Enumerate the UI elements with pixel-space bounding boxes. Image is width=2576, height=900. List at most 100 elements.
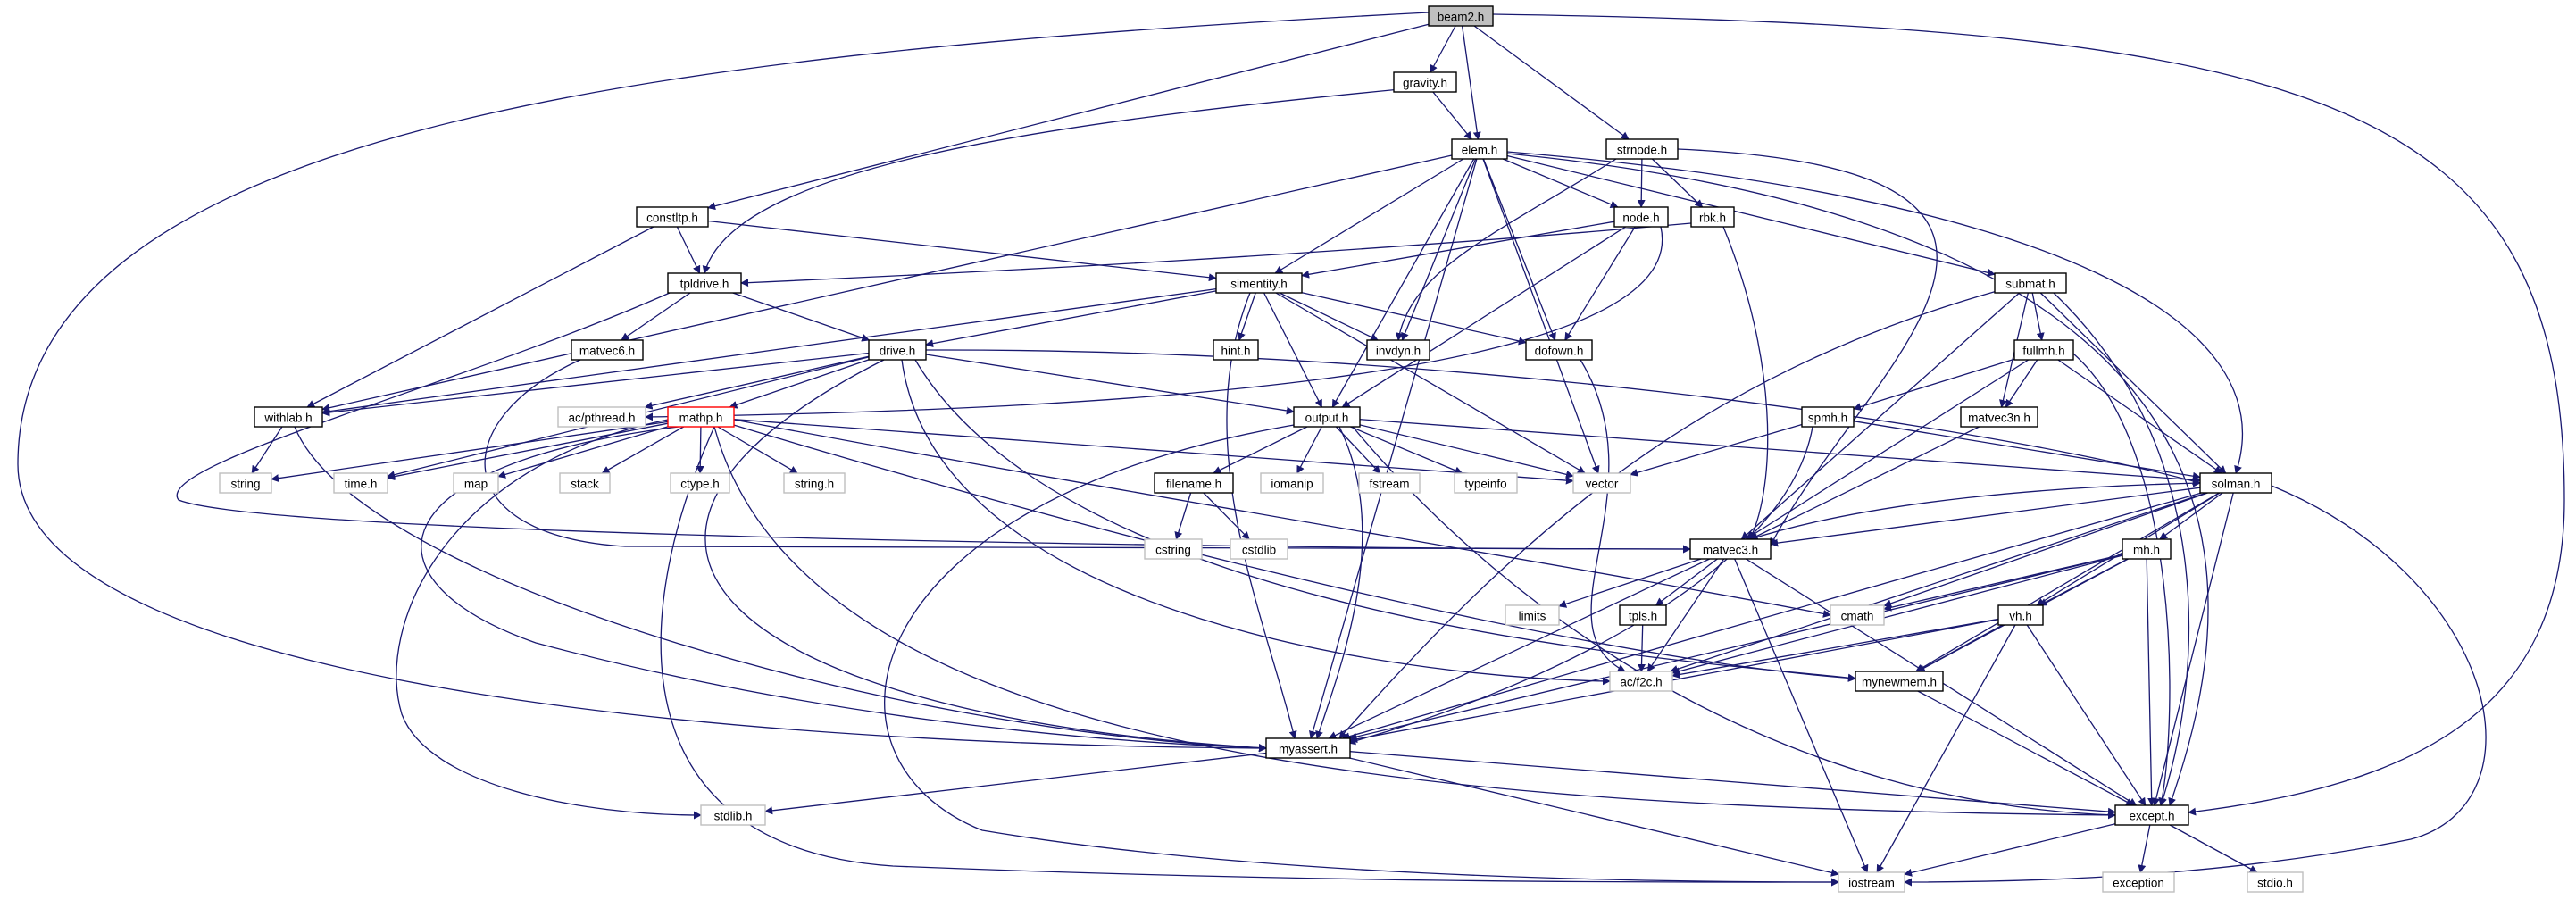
node-hint-h[interactable]: hint.h xyxy=(1213,339,1259,361)
node-beam2-h[interactable]: beam2.h xyxy=(1428,5,1494,27)
node-solman-h[interactable]: solman.h xyxy=(2199,472,2272,494)
node-label-node-h: node.h xyxy=(1622,212,1659,225)
edge-strnode-h-to-node-h xyxy=(1637,158,1646,208)
edge-gravity-h-to-elem-h xyxy=(1432,91,1472,140)
node-label-matvec3n-h: matvec3n.h xyxy=(1968,412,2030,425)
edge-solman-h-to-cmath xyxy=(1883,492,2208,608)
edge-submat-h-to-except-h xyxy=(2053,292,2190,806)
edge-elem-h-to-submat-h xyxy=(1506,154,1996,277)
edge-mathp-h-to-vector xyxy=(733,419,1574,485)
node-mh-h[interactable]: mh.h xyxy=(2122,538,2172,560)
node-box-simentity-h xyxy=(1215,272,1303,294)
node-simentity-h[interactable]: simentity.h xyxy=(1215,272,1303,294)
node-withlab-h[interactable]: withlab.h xyxy=(254,406,323,428)
edge-solman-h-to-iostream xyxy=(1904,485,2487,887)
node-map: map xyxy=(453,472,499,494)
edge-elem-h-to-output-h xyxy=(1331,158,1475,408)
node-box-solman-h xyxy=(2199,472,2272,494)
node-box-fstream xyxy=(1358,472,1421,494)
node-gravity-h[interactable]: gravity.h xyxy=(1393,71,1457,93)
node-label-cmath: cmath xyxy=(1841,610,1874,623)
node-box-limits xyxy=(1505,604,1560,626)
edge-mathp-h-to-map xyxy=(497,426,669,479)
node-matvec6-h[interactable]: matvec6.h xyxy=(571,339,644,361)
edge-matvec3-h-to-solman-h xyxy=(1749,479,2201,540)
edge-beam2-h-to-myassert-h xyxy=(17,12,1430,753)
node-box-iomanip xyxy=(1260,472,1324,494)
edge-elem-h-to-myassert-h xyxy=(1309,158,1478,739)
node-box-submat-h xyxy=(1994,272,2067,294)
node-tpldrive-h[interactable]: tpldrive.h xyxy=(667,272,742,294)
edge-elem-h-to-solman-h xyxy=(1506,151,2244,474)
node-label-beam2-h: beam2.h xyxy=(1438,11,1485,24)
edge-elem-h-to-invdyn-h xyxy=(1401,158,1477,341)
edge-filename-h-to-cstdlib xyxy=(1203,492,1250,540)
edge-vh-h-to-iostream xyxy=(1876,624,2016,873)
node-spmh-h[interactable]: spmh.h xyxy=(1801,406,1855,428)
node-box-strnode-h xyxy=(1605,138,1679,160)
node-label-matvec6-h: matvec6.h xyxy=(579,345,635,358)
node-box-stdlib-h xyxy=(700,804,766,826)
edge-matvec3n-h-to-matvec3-h xyxy=(1749,426,1980,540)
edge-strnode-h-to-invdyn-h xyxy=(1395,158,1617,341)
node-mathp-h[interactable]: mathp.h xyxy=(667,406,735,428)
node-label-stdio-h: stdio.h xyxy=(2257,877,2293,890)
node-box-tpls-h xyxy=(1619,604,1667,626)
node-mynewmem-h[interactable]: mynewmem.h xyxy=(1855,671,1944,692)
edge-simentity-h-to-invdyn-h xyxy=(1279,292,1379,341)
edge-myassert-h-to-stdlib-h xyxy=(764,752,1267,815)
edge-mathp-h-to-string xyxy=(271,421,669,483)
node-myassert-h[interactable]: myassert.h xyxy=(1265,738,1351,759)
node-matvec3n-h[interactable]: matvec3n.h xyxy=(1960,406,2038,428)
node-label-hint-h: hint.h xyxy=(1221,345,1250,358)
edge-output-h-to-filename-h xyxy=(1213,426,1308,474)
edge-output-h-to-iomanip xyxy=(1296,426,1322,474)
node-node-h[interactable]: node.h xyxy=(1613,206,1669,228)
node-matvec3-h[interactable]: matvec3.h xyxy=(1689,538,1772,560)
node-elem-h[interactable]: elem.h xyxy=(1451,138,1508,160)
node-vh-h[interactable]: vh.h xyxy=(1997,604,2044,626)
node-exception: exception xyxy=(2102,871,2175,893)
node-box-stack xyxy=(559,472,611,494)
edge-mynewmem-h-to-except-h xyxy=(1917,690,2134,806)
edge-drive-h-to-mathp-h xyxy=(729,359,870,409)
edge-solman-h-to-mynewmem-h xyxy=(1914,492,2220,672)
edge-solman-h-to-matvec3-h xyxy=(1770,487,2201,547)
node-strnode-h[interactable]: strnode.h xyxy=(1605,138,1679,160)
node-except-h[interactable]: except.h xyxy=(2114,804,2189,826)
edge-constltp-h-to-simentity-h xyxy=(707,220,1217,282)
node-fullmh-h[interactable]: fullmh.h xyxy=(2013,339,2074,361)
node-label-ctype-h: ctype.h xyxy=(680,478,720,491)
edge-constltp-h-to-withlab-h xyxy=(306,226,654,408)
node-box-time-h xyxy=(333,472,388,494)
edge-node-h-to-dofown-h xyxy=(1564,226,1636,341)
node-box-rbk-h xyxy=(1690,206,1735,228)
node-submat-h[interactable]: submat.h xyxy=(1994,272,2067,294)
edge-vh-h-to-mynewmem-h xyxy=(1916,624,2004,672)
node-tpls-h[interactable]: tpls.h xyxy=(1619,604,1667,626)
node-invdyn-h[interactable]: invdyn.h xyxy=(1366,339,1430,361)
edge-fullmh-h-to-solman-h xyxy=(2057,359,2222,474)
node-box-drive-h xyxy=(868,339,927,361)
node-box-invdyn-h xyxy=(1366,339,1430,361)
node-label-strnode-h: strnode.h xyxy=(1617,144,1667,157)
edge-mh-h-to-ac-f2c-h xyxy=(1671,554,2123,676)
node-box-cmath xyxy=(1830,604,1885,626)
edge-myassert-h-to-iostream xyxy=(1349,757,1839,877)
node-iomanip: iomanip xyxy=(1260,472,1324,494)
node-dofown-h[interactable]: dofown.h xyxy=(1525,339,1593,361)
node-rbk-h[interactable]: rbk.h xyxy=(1690,206,1735,228)
edge-fullmh-h-to-matvec3n-h xyxy=(2005,359,2038,408)
edge-elem-h-to-withlab-h xyxy=(321,154,1453,412)
node-output-h[interactable]: output.h xyxy=(1293,406,1361,428)
node-filename-h[interactable]: filename.h xyxy=(1154,472,1234,494)
edge-drive-h-to-solman-h xyxy=(925,349,2201,486)
node-ac-f2c-h: ac/f2c.h xyxy=(1609,671,1673,692)
edge-rbk-h-to-matvec3-h xyxy=(1722,226,1769,540)
edge-except-h-to-iostream xyxy=(1904,823,2116,877)
node-drive-h[interactable]: drive.h xyxy=(868,339,927,361)
edge-drive-h-to-output-h xyxy=(925,354,1295,415)
node-constltp-h[interactable]: constltp.h xyxy=(636,206,709,228)
node-box-typeinfo xyxy=(1454,472,1518,494)
node-label-vector: vector xyxy=(1586,478,1619,491)
